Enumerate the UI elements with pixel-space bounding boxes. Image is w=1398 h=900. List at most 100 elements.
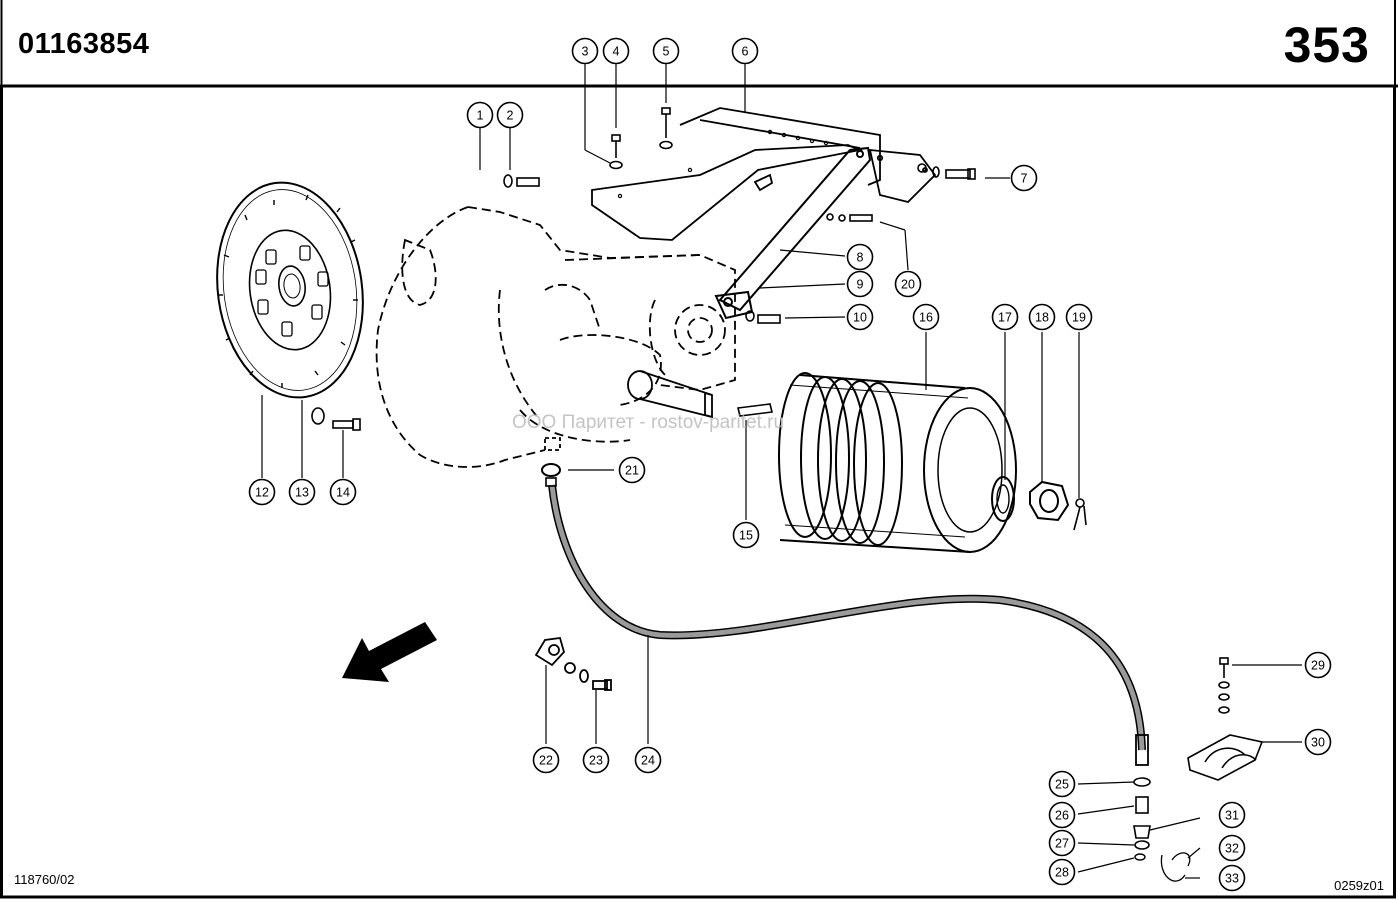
callout-22: 22 (532, 746, 560, 774)
callout-bubble (1304, 728, 1332, 756)
callout-bubble (1048, 770, 1076, 798)
callout-18: 18 (1028, 303, 1056, 331)
callout-label: 26 (1055, 809, 1069, 823)
callout-bubble (846, 303, 874, 331)
callout-bubble (288, 478, 316, 506)
callout-20: 20 (894, 270, 922, 298)
callout-label: 8 (857, 251, 864, 265)
seal-ring-icon (991, 476, 1015, 522)
bolt-icon (311, 107, 976, 431)
clutch-disc-icon (216, 181, 364, 399)
callout-bubble (1218, 864, 1246, 892)
arrow-icon (342, 622, 437, 682)
callout-bubble (466, 101, 494, 129)
callout-bubble (912, 303, 940, 331)
callout-26: 26 (1048, 801, 1076, 829)
callout-bubble (571, 37, 599, 65)
callout-bubble (732, 521, 760, 549)
callout-7: 7 (1010, 164, 1038, 192)
callout-25: 25 (1048, 770, 1076, 798)
callout-label: 28 (1055, 866, 1069, 880)
callout-5: 5 (652, 37, 680, 65)
cotter-pin-icon (1073, 498, 1087, 531)
callout-8: 8 (846, 243, 874, 271)
callout-label: 12 (255, 486, 269, 500)
callout-label: 5 (663, 45, 670, 59)
callout-bubble (1218, 801, 1246, 829)
callout-2: 2 (496, 101, 524, 129)
callout-24: 24 (634, 746, 662, 774)
callout-label: 29 (1311, 659, 1325, 673)
callout-28: 28 (1048, 858, 1076, 886)
callout-16: 16 (912, 303, 940, 331)
callout-label: 33 (1225, 872, 1239, 886)
callout-17: 17 (991, 303, 1019, 331)
callout-1: 1 (466, 101, 494, 129)
watermark: ООО Паритет - rostov-paritet.ru (512, 412, 785, 433)
callout-label: 24 (641, 754, 655, 768)
callout-label: 27 (1055, 837, 1069, 851)
callout-label: 3 (582, 45, 589, 59)
callout-15: 15 (732, 521, 760, 549)
callout-3: 3 (571, 37, 599, 65)
callout-bubble (602, 37, 630, 65)
callout-bubble (248, 478, 276, 506)
callout-bubble (329, 478, 357, 506)
callout-30: 30 (1304, 728, 1332, 756)
callout-bubble (846, 243, 874, 271)
callout-31: 31 (1218, 801, 1246, 829)
callout-label: 7 (1021, 172, 1028, 186)
callout-bubble (1048, 858, 1076, 886)
callout-label: 19 (1072, 311, 1086, 325)
callout-27: 27 (1048, 829, 1076, 857)
callout-label: 25 (1055, 778, 1069, 792)
callout-label: 23 (589, 754, 603, 768)
callout-label: 22 (539, 754, 553, 768)
callout-label: 13 (295, 486, 309, 500)
callout-bubble (894, 270, 922, 298)
callout-12: 12 (248, 478, 276, 506)
callout-19: 19 (1065, 303, 1093, 331)
callout-bubble (1218, 834, 1246, 862)
mounting-eye-icon (534, 637, 612, 691)
shaft-outlet (544, 370, 713, 451)
callout-label: 6 (742, 45, 749, 59)
callout-label: 16 (919, 311, 933, 325)
callout-label: 32 (1225, 842, 1239, 856)
drawing-reference-left: 118760/02 (14, 872, 75, 887)
page-number: 353 (1283, 17, 1370, 73)
callout-label: 20 (901, 278, 915, 292)
bracket-plate (591, 107, 937, 241)
castle-nut-icon (1029, 480, 1070, 522)
callout-bubble (1304, 651, 1332, 679)
callout-label: 9 (857, 278, 864, 292)
callout-label: 17 (998, 311, 1012, 325)
callout-14: 14 (329, 478, 357, 506)
callout-32: 32 (1218, 834, 1246, 862)
callout-33: 33 (1218, 864, 1246, 892)
callout-bubble (1065, 303, 1093, 331)
callout-bubble (582, 746, 610, 774)
part-number: 01163854 (18, 28, 150, 60)
hose-line (541, 463, 1191, 882)
callout-bubble (652, 37, 680, 65)
callout-label: 21 (625, 464, 639, 478)
callout-bubble (731, 37, 759, 65)
callout-bubble (1010, 164, 1038, 192)
callout-label: 30 (1311, 736, 1325, 750)
callout-bubble (1048, 801, 1076, 829)
callout-label: 14 (336, 486, 350, 500)
callout-4: 4 (602, 37, 630, 65)
leader-lines (261, 62, 1302, 879)
strut-bar (714, 146, 872, 320)
callout-6: 6 (731, 37, 759, 65)
callout-label: 15 (739, 529, 753, 543)
callout-bubble (1028, 303, 1056, 331)
multi-groove-pulley (778, 372, 1017, 553)
callout-23: 23 (582, 746, 610, 774)
callout-label: 18 (1035, 311, 1049, 325)
callout-label: 10 (853, 311, 867, 325)
